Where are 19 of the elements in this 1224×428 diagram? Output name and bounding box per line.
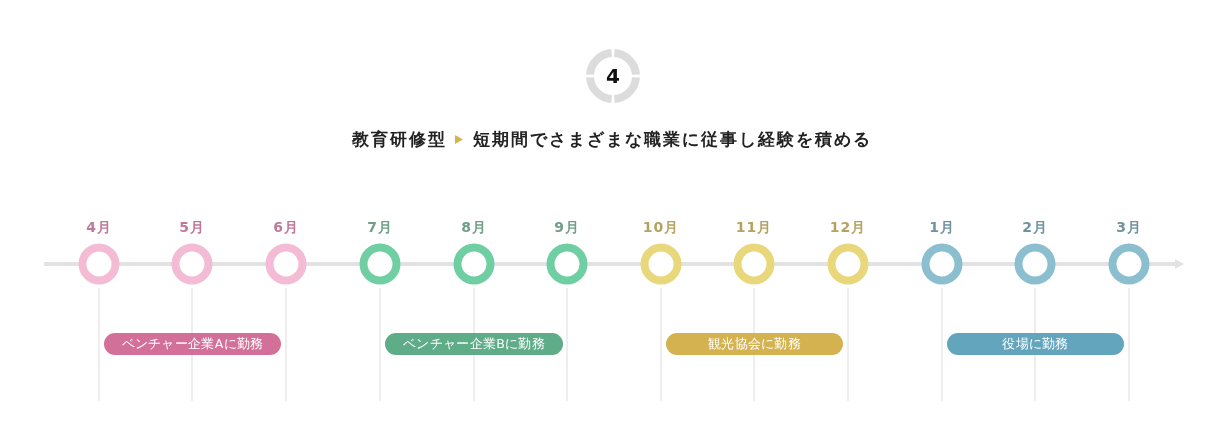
period-pill: ベンチャー企業Aに勤務: [104, 333, 281, 355]
period-pill: 役場に勤務: [947, 333, 1124, 355]
step-number: 4: [605, 64, 621, 88]
month-label: 7月: [366, 219, 394, 235]
period-pill: 観光協会に勤務: [666, 333, 843, 355]
month-label: 10月: [641, 219, 681, 235]
subtitle: 短期間でさまざまな職業に従事し経験を積める: [473, 128, 872, 151]
month-label: 6月: [272, 219, 300, 235]
month-label: 9月: [553, 219, 581, 235]
month-label: 4月: [85, 219, 113, 235]
month-label: 2月: [1021, 219, 1049, 235]
month-label: 1月: [928, 219, 956, 235]
period-pill: ベンチャー企業Bに勤務: [385, 333, 563, 355]
month-label: 3月: [1115, 219, 1143, 235]
month-label: 8月: [460, 219, 488, 235]
month-label: 11月: [734, 219, 774, 235]
month-label: 5月: [178, 219, 206, 235]
month-label: 12月: [828, 219, 868, 235]
title: 教育研修型: [352, 128, 447, 151]
